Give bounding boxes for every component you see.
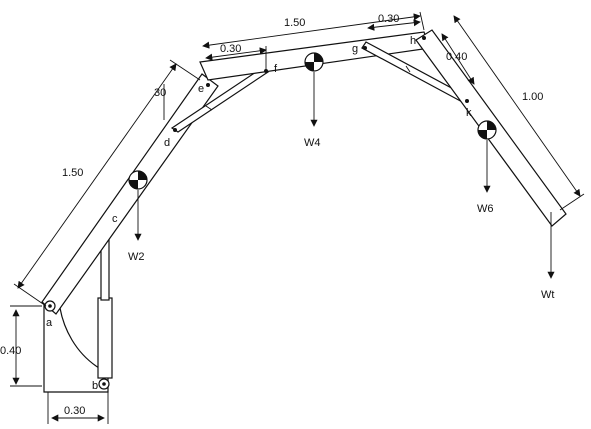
dim-boom3-label: 1.00 [522, 91, 543, 103]
dim-e-label: 30 [154, 87, 166, 99]
point-label-f: f [274, 63, 278, 75]
boom-1 [41, 73, 219, 315]
dim-boom1-label: 1.50 [62, 167, 83, 179]
pin-f [264, 69, 268, 73]
point-label-b: b [92, 380, 98, 392]
point-label-g: g [352, 43, 358, 55]
dim-base-height-label: 0.40 [0, 345, 21, 357]
dim-k-label: 0.40 [446, 51, 467, 63]
weight-label-wt: Wt [541, 289, 554, 301]
cg-boom1-icon [128, 170, 148, 190]
cg-boom2-icon [304, 52, 324, 72]
cylinder-gk-split [405, 65, 411, 73]
point-label-a: a [46, 317, 53, 329]
weight-label-w2: W2 [128, 251, 145, 263]
weight-label-w4: W4 [304, 137, 321, 149]
dim-boom2-label: 1.50 [284, 17, 305, 29]
point-label-k: k [466, 107, 472, 119]
pin-b [98, 378, 110, 390]
dim-line-f [205, 47, 267, 61]
ext-line-boom1-lo [13, 283, 47, 307]
pin-k [465, 99, 469, 103]
ext-line-boom2-hi [419, 11, 425, 31]
point-label-d: d [164, 137, 170, 149]
point-label-h: h [410, 35, 416, 47]
pin-d [173, 128, 177, 132]
ext-line-boom1-hi [169, 59, 201, 81]
pin-a [44, 300, 56, 312]
dim-base-width-label: 0.30 [64, 405, 85, 417]
dim-line-gh [367, 19, 421, 31]
ext-line-boom3-lo [559, 193, 585, 211]
point-label-e: e [198, 83, 204, 95]
dim-line-boom3 [453, 15, 581, 197]
base-plate [43, 301, 109, 393]
dim-line-boom1 [17, 63, 177, 289]
cylinder-de-split [205, 105, 213, 111]
pin-h [422, 36, 426, 40]
dim-f-label: 0.30 [220, 43, 241, 55]
pin-g [363, 46, 367, 50]
cylinder-barrel [97, 297, 113, 379]
pin-e [206, 83, 210, 87]
cg-boom3-icon [477, 120, 497, 140]
dim-gh-label: 0.30 [378, 13, 399, 25]
weight-label-w6: W6 [477, 203, 494, 215]
point-label-c: c [112, 213, 118, 225]
